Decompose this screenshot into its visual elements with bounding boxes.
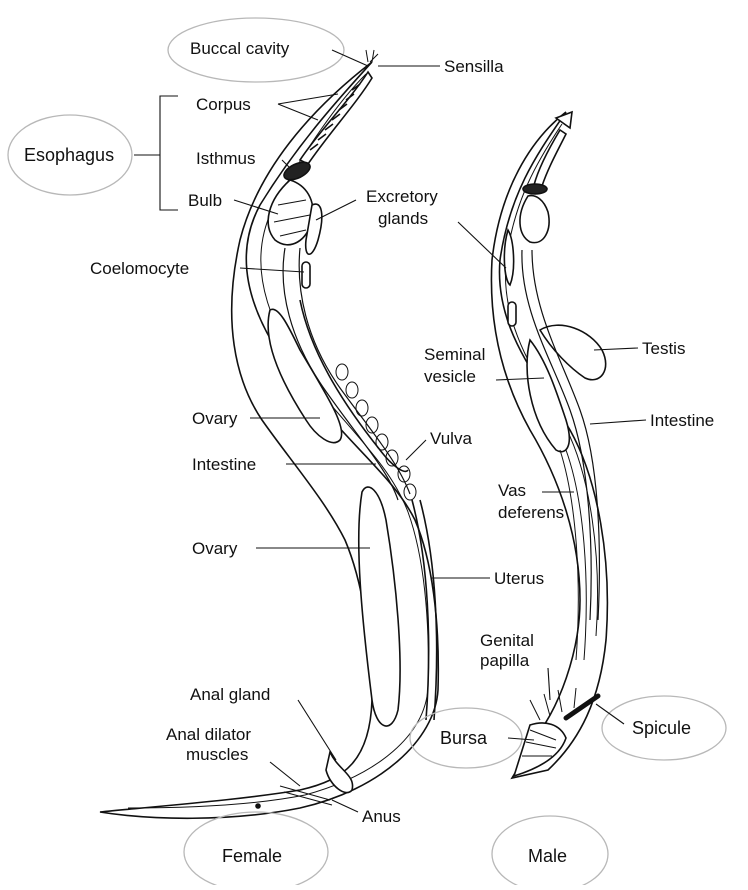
label-spicule: Spicule xyxy=(632,718,691,738)
label-intestine-female: Intestine xyxy=(192,455,256,474)
label-anal-dilator: Anal dilator xyxy=(166,725,251,744)
text-labels: Buccal cavity Sensilla Corpus Esophagus … xyxy=(24,39,714,866)
male-vas-deferens xyxy=(560,450,586,660)
label-isthmus: Isthmus xyxy=(196,149,256,168)
female-coelomocyte-body xyxy=(302,262,310,288)
male-worm xyxy=(491,112,607,778)
label-female: Female xyxy=(222,846,282,866)
label-muscles: muscles xyxy=(186,745,248,764)
male-esophagus-bulb xyxy=(520,196,549,243)
genital-papilla-leader xyxy=(548,668,550,700)
female-ovary-upper xyxy=(268,309,342,442)
label-glands: glands xyxy=(378,209,428,228)
female-sensilla xyxy=(366,50,378,62)
buccal-cavity-leader xyxy=(332,50,368,66)
label-intestine-male: Intestine xyxy=(650,411,714,430)
label-testis: Testis xyxy=(642,339,685,358)
label-uterus: Uterus xyxy=(494,569,544,588)
label-genital: Genital xyxy=(480,631,534,650)
male-head-cap xyxy=(556,112,572,128)
excretory-leader xyxy=(316,200,356,220)
label-buccal-cavity: Buccal cavity xyxy=(190,39,290,58)
label-vas: Vas xyxy=(498,481,526,500)
label-sensilla: Sensilla xyxy=(444,57,504,76)
male-excretory-gland xyxy=(504,230,513,285)
male-coelomocyte xyxy=(508,302,516,326)
label-esophagus: Esophagus xyxy=(24,145,114,165)
label-bulb: Bulb xyxy=(188,191,222,210)
label-bursa: Bursa xyxy=(440,728,488,748)
intestine-male-leader xyxy=(590,420,646,424)
spicule-leader xyxy=(596,704,624,724)
male-bursa xyxy=(514,723,566,776)
label-ovary-lower: Ovary xyxy=(192,539,238,558)
label-papilla: papilla xyxy=(480,651,530,670)
label-vulva: Vulva xyxy=(430,429,472,448)
oval-callouts xyxy=(8,18,726,885)
anal-gland-leader xyxy=(298,700,336,760)
label-male: Male xyxy=(528,846,567,866)
excretory-male-leader xyxy=(458,222,506,268)
male-nerve-ring xyxy=(523,184,547,194)
vulva-leader xyxy=(406,440,426,460)
female-uterus-lower xyxy=(412,500,437,720)
label-coelomocyte: Coelomocyte xyxy=(90,259,189,278)
female-ovary-lower xyxy=(359,487,400,726)
coelomocyte-leader xyxy=(240,268,304,272)
label-anal-gland: Anal gland xyxy=(190,685,270,704)
anal-dilator-leader xyxy=(270,762,300,786)
anus-leader xyxy=(332,800,358,812)
female-pore xyxy=(256,804,260,808)
esophagus-bracket xyxy=(134,96,178,210)
label-ovary-upper: Ovary xyxy=(192,409,238,428)
nerve-ring xyxy=(281,159,312,184)
label-vesicle: vesicle xyxy=(424,367,476,386)
female-anal-gland xyxy=(326,752,353,793)
label-excretory: Excretory xyxy=(366,187,438,206)
label-corpus: Corpus xyxy=(196,95,251,114)
male-spicule xyxy=(566,696,598,718)
label-deferens: deferens xyxy=(498,503,564,522)
label-seminal: Seminal xyxy=(424,345,485,364)
label-anus: Anus xyxy=(362,807,401,826)
